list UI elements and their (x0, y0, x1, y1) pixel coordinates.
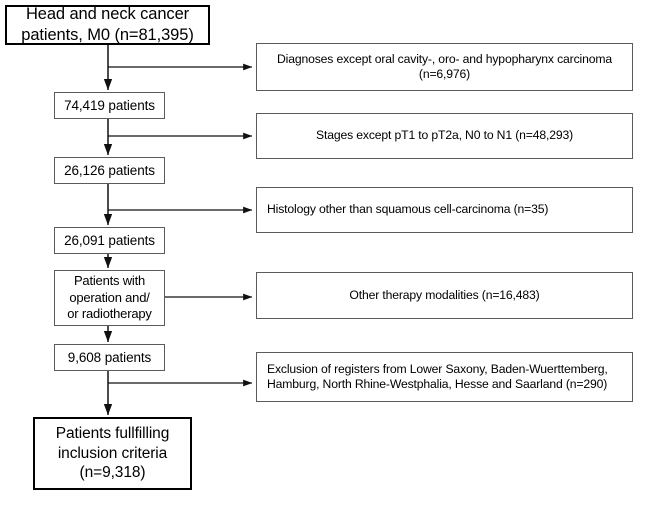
flow-node-step-2: 26,126 patients (54, 157, 165, 184)
flow-node-start-line2: patients, M0 (n=81,395) (21, 26, 194, 44)
flow-node-step-4-line3: or radiotherapy (67, 306, 152, 322)
exclusion-box-1-line1: Diagnoses except oral cavity-, oro- and … (277, 51, 612, 66)
flow-node-end: Patients fullfilling inclusion criteria … (33, 417, 192, 490)
flow-node-step-3: 26,091 patients (54, 227, 165, 254)
exclusion-box-5-line2: Hamburg, North Rhine-Westphalia, Hesse a… (267, 377, 608, 391)
flow-node-step-1-label: 74,419 patients (64, 98, 155, 113)
flow-node-step-1: 74,419 patients (54, 92, 165, 119)
flow-node-step-5: 9,608 patients (54, 344, 165, 371)
exclusion-box-1-line2: (n=6,976) (418, 67, 471, 81)
exclusion-box-4: Other therapy modalities (n=16,483) (256, 272, 633, 319)
flow-node-step-3-label: 26,091 patients (64, 233, 155, 248)
exclusion-box-2-line1: Stages except pT1 to pT2a, N0 to N1 (n=4… (316, 128, 573, 143)
exclusion-box-2: Stages except pT1 to pT2a, N0 to N1 (n=4… (256, 113, 633, 159)
exclusion-box-1: Diagnoses except oral cavity-, oro- and … (256, 43, 633, 91)
exclusion-box-3: Histology other than squamous cell-carci… (256, 187, 633, 233)
flow-node-start: Head and neck cancer patients, M0 (n=81,… (5, 5, 210, 45)
flow-node-step-2-label: 26,126 patients (64, 163, 155, 178)
flow-node-end-line3: (n=9,318) (79, 464, 146, 482)
flow-node-end-line2: inclusion criteria (57, 444, 168, 462)
exclusion-box-3-line1: Histology other than squamous cell-carci… (267, 202, 549, 217)
flow-node-step-5-label: 9,608 patients (67, 350, 152, 365)
exclusion-box-5: Exclusion of registers from Lower Saxony… (256, 352, 633, 402)
flow-node-step-4-line1: Patients with (73, 273, 146, 289)
flow-node-start-line1: Head and neck cancer (25, 5, 190, 24)
flow-node-step-4: Patients with operation and/ or radiothe… (54, 270, 165, 326)
exclusion-box-5-line1: Exclusion of registers from Lower Saxony… (267, 361, 608, 376)
flow-node-end-line1: Patients fullfilling (55, 425, 170, 443)
exclusion-box-4-line1: Other therapy modalities (n=16,483) (349, 287, 540, 302)
flow-node-step-4-line2: operation and/ (69, 289, 150, 305)
